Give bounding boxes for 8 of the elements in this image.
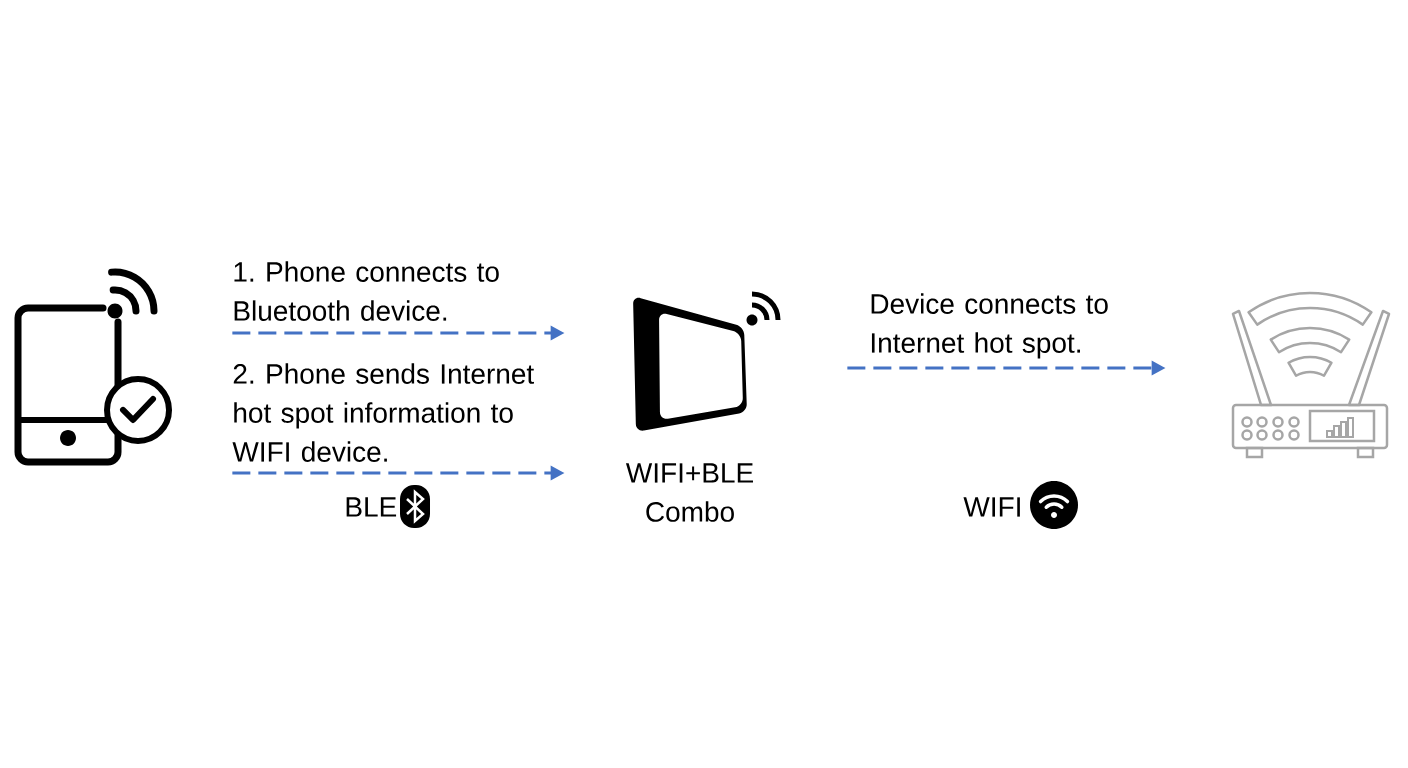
device-caption: WIFI+BLE Combo <box>625 463 753 522</box>
protocol-label: WIFI <box>963 497 1020 517</box>
edge-label: 2. Phone sends Internet hot spot information to WIFI device. <box>232 363 534 462</box>
edge-label: Device connects to Internet hot spot. <box>871 293 1108 359</box>
edge-label: 1. Phone connects to Bluetooth device. <box>234 261 499 321</box>
protocol-label: BLE <box>346 497 397 517</box>
phone-icon <box>14 268 172 466</box>
router-icon <box>1231 291 1391 459</box>
